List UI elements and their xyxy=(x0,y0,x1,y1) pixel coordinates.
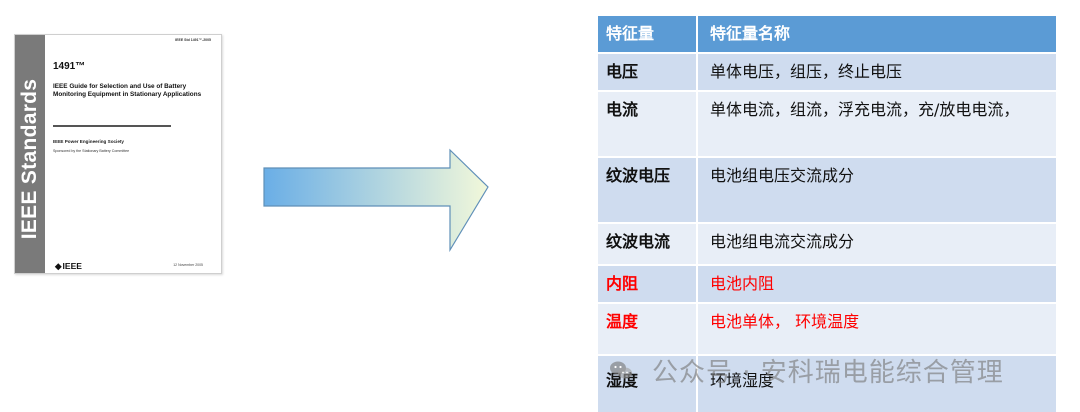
table-row: 温度 电池单体， 环境温度 xyxy=(598,304,1056,356)
row-feature: 纹波电流 xyxy=(598,224,698,264)
row-feature: 温度 xyxy=(598,304,698,354)
table-header-row: 特征量 特征量名称 xyxy=(598,16,1056,54)
cover-society: IEEE Power Engineering Society xyxy=(53,139,124,144)
cover-spine-text: IEEE Standards xyxy=(18,78,41,240)
row-description: 单体电压，组压，终止电压 xyxy=(710,62,903,81)
row-description: 环境湿度 xyxy=(710,371,775,390)
table-row: 纹波电流 电池组电流交流成分 xyxy=(598,224,1056,266)
feature-table: 特征量 特征量名称 电压 单体电压，组压，终止电压 电流 单体电流，组流，浮充电… xyxy=(598,16,1056,412)
row-description: 单体电流，组流，浮充电流，充/放电电流， xyxy=(710,100,1020,119)
cover-date: 12 November 2005 xyxy=(173,263,203,267)
row-feature: 电流 xyxy=(598,92,698,156)
row-description: 电池内阻 xyxy=(710,274,775,293)
row-feature: 内阻 xyxy=(598,266,698,302)
ieee-standard-cover: IEEE Standards IEEE Std 1491™-2005 1491™… xyxy=(14,34,222,274)
cover-sponsor: Sponsored by the Stationary Battery Comm… xyxy=(53,149,130,153)
ieee-diamond-icon: ◆ xyxy=(55,261,62,271)
ieee-logo-text: IEEE xyxy=(62,261,82,271)
table-row: 电流 单体电流，组流，浮充电流，充/放电电流， xyxy=(598,92,1056,158)
watermark-text: 公众号 · 安科瑞电能综合管理 xyxy=(652,357,1004,388)
cover-spine: IEEE Standards xyxy=(15,35,45,273)
row-description: 电池单体， 环境温度 xyxy=(710,312,860,331)
row-description: 电池组电压交流成分 xyxy=(710,166,855,185)
table-row: 电压 单体电压，组压，终止电压 xyxy=(598,54,1056,92)
right-arrow-icon xyxy=(263,148,489,253)
row-description: 电池组电流交流成分 xyxy=(710,232,855,251)
table-row: 纹波电压 电池组电压交流成分 xyxy=(598,158,1056,224)
cover-title: IEEE Guide for Selection and Use of Batt… xyxy=(53,83,202,98)
watermark: 公众号 · 安科瑞电能综合管理 xyxy=(608,352,1004,388)
cover-number: 1491™ xyxy=(53,61,86,72)
table-row: 湿度 环境湿度 xyxy=(598,356,1056,412)
header-feature: 特征量 xyxy=(598,16,698,52)
cover-divider xyxy=(53,125,171,127)
wechat-icon xyxy=(610,361,632,379)
row-feature: 纹波电压 xyxy=(598,158,698,222)
cover-std-number: IEEE Std 1491™-2005 xyxy=(175,38,211,42)
row-feature: 电压 xyxy=(598,54,698,90)
table-row: 内阻 电池内阻 xyxy=(598,266,1056,304)
header-feature-name: 特征量名称 xyxy=(710,24,791,43)
ieee-logo: ◆IEEE xyxy=(55,261,82,272)
